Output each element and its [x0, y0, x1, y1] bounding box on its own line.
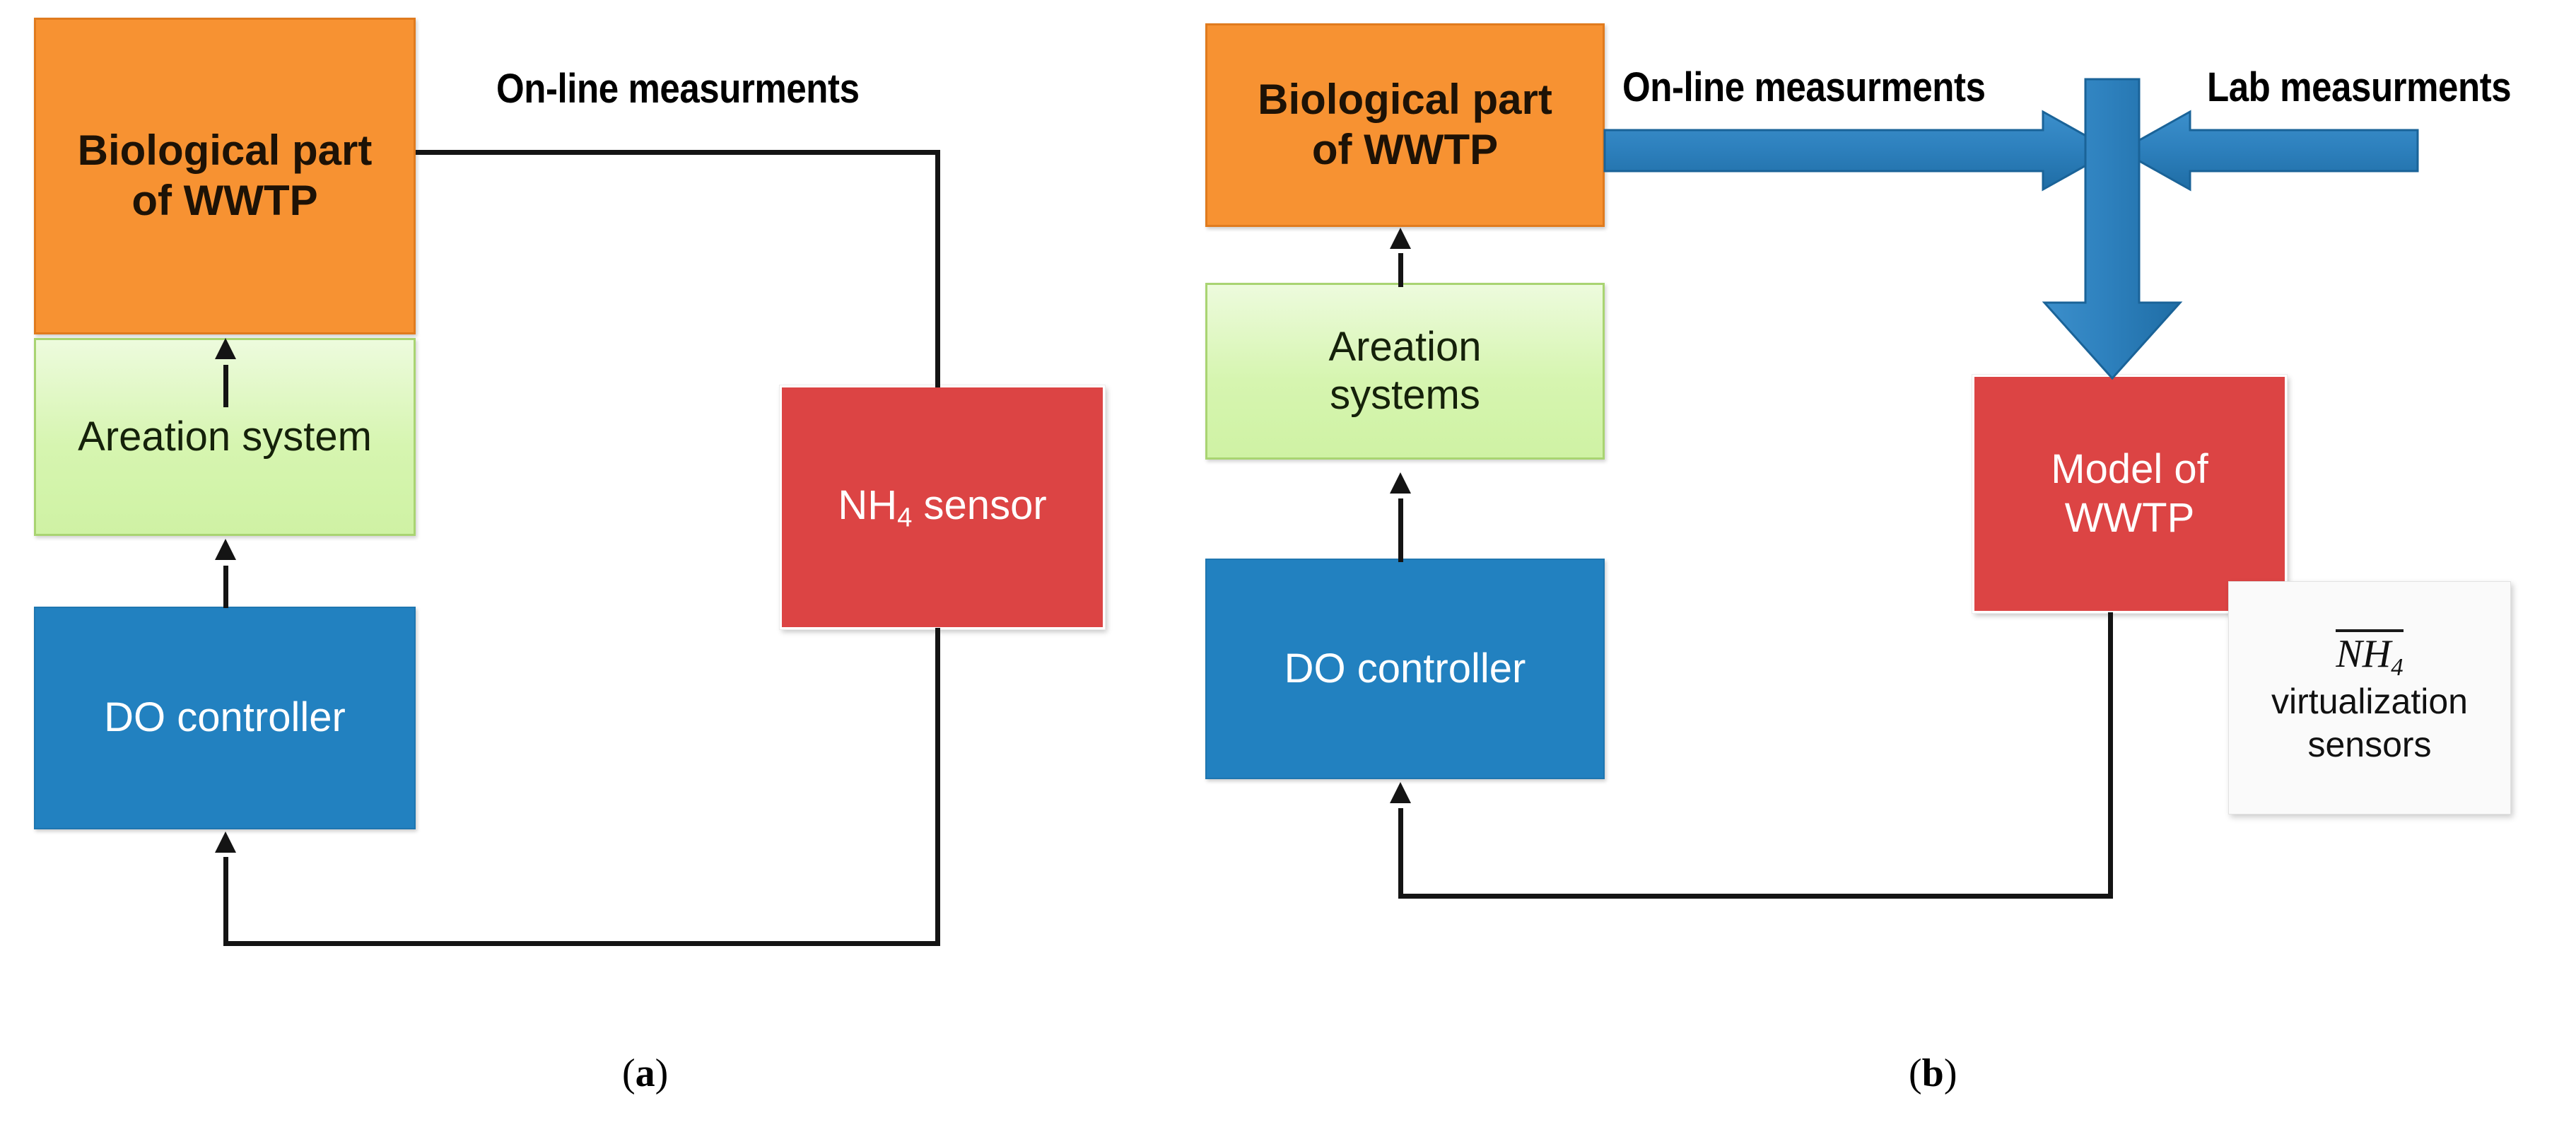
panel-b-feedback-vertical-right	[2108, 612, 2113, 899]
panel-a-arrow-do-to-aeration-head	[215, 539, 236, 560]
panel-b-feedback-vertical-left	[1398, 808, 1403, 899]
panel-b-label-lab-measurements: Lab measurments	[2207, 64, 2512, 110]
panel-b-arrow-do-to-aeration-shaft	[1398, 498, 1403, 562]
panel-b-box-aeration-systems[interactable]: Areation systems	[1205, 283, 1605, 460]
panel-a-feedback-arrowhead	[215, 831, 236, 853]
panel-a-nh4-sensor-label: NH4 sensor	[838, 481, 1047, 533]
panel-a-feedback-horizontal	[223, 941, 940, 946]
panel-b-blue-arrow-to-model	[2042, 78, 2183, 380]
panel-b-box-nh4-virtualization-sensors[interactable]: NH4 virtualization sensors	[2228, 581, 2511, 815]
panel-b-caption: (b)	[1909, 1051, 1957, 1095]
panel-a-box-biological-part[interactable]: Biological part of WWTP	[34, 18, 416, 334]
panel-b-blue-arrow-lab-measurements	[2118, 110, 2419, 192]
panel-a-arrow-do-to-aeration-shaft	[223, 566, 228, 608]
panel-a-label-online-measurements: On-line measurments	[496, 66, 860, 112]
panel-a-arrow-aeration-to-biological-head	[215, 338, 236, 359]
panel-b-feedback-horizontal	[1398, 894, 2113, 899]
panel-b-arrow-do-to-aeration-head	[1390, 472, 1411, 494]
panel-b-box-do-controller[interactable]: DO controller	[1205, 559, 1605, 779]
panel-b-virtualization-line: virtualization	[2271, 682, 2468, 722]
panel-a-feedback-vertical-left	[223, 857, 228, 945]
panel-b-arrow-aeration-to-biological-head	[1390, 228, 1411, 249]
panel-b-box-model-of-wwtp[interactable]: Model of WWTP	[1972, 375, 2287, 613]
panel-b-blue-arrow-online-measurements	[1603, 110, 2115, 192]
panel-b-arrow-aeration-to-biological-shaft	[1398, 253, 1403, 287]
panel-b-box-biological-part[interactable]: Biological part of WWTP	[1205, 23, 1605, 227]
panel-a-feedback-vertical-right	[935, 628, 940, 946]
panel-b-label-online-measurements: On-line measurments	[1622, 64, 1986, 110]
panel-a-box-do-controller[interactable]: DO controller	[34, 607, 416, 829]
panel-a-box-nh4-sensor[interactable]: NH4 sensor	[780, 385, 1105, 629]
panel-a-caption: (a)	[622, 1051, 669, 1095]
panel-b-sensors-line: sensors	[2307, 725, 2432, 765]
panel-b-nh4-overline-formula: NH4	[2336, 629, 2404, 680]
panel-a-arrow-aeration-to-biological-shaft	[223, 365, 228, 407]
panel-a-connector-online-vertical	[935, 150, 940, 387]
panel-a-connector-online-horizontal	[416, 150, 940, 155]
panel-b-feedback-arrowhead	[1390, 782, 1411, 803]
